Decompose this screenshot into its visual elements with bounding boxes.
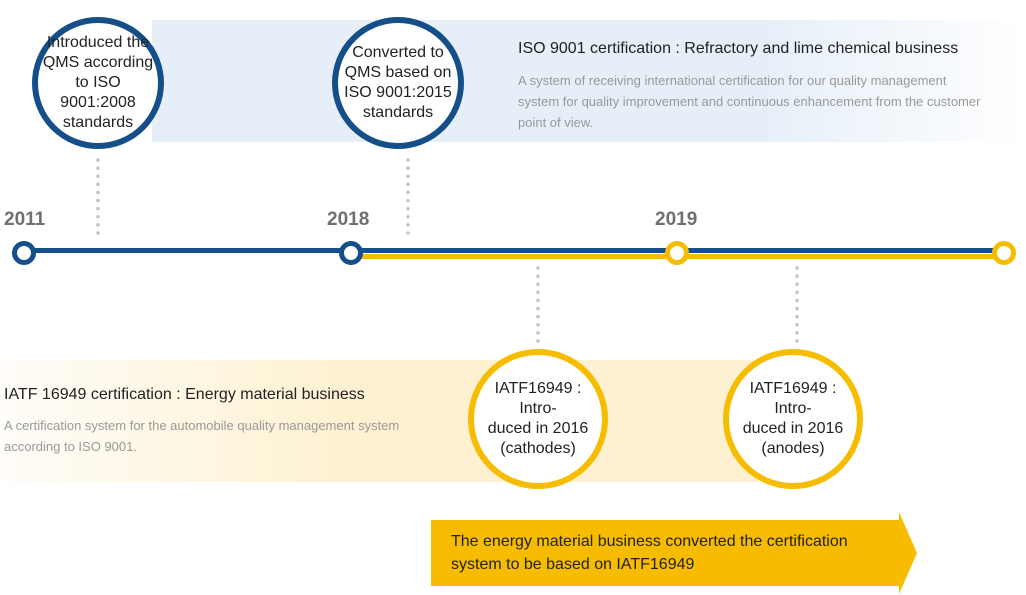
iso-section-description: A system of receiving international cert… [518,73,981,130]
node-2011 [12,241,36,265]
node-2018 [339,241,363,265]
milestone-iatf-cathodes-text: IATF16949 : Intro- duced in 2016 (cathod… [487,380,589,457]
milestone-iso-2008: Introduced the QMS according to ISO 9001… [32,17,164,149]
node-end [992,241,1016,265]
milestone-iatf-anodes: IATF16949 : Intro- duced in 2016 (anodes… [723,349,863,489]
milestone-iso-2015: Converted to QMS based on ISO 9001:2015 … [332,17,464,149]
iso-section-title: ISO 9001 certification : Refractory and … [518,40,959,57]
iatf-section-description: A certification system for the automobil… [4,418,400,454]
arrow-banner-shape [431,512,917,594]
milestone-iso-2015-text: Converted to QMS based on ISO 9001:2015 … [344,44,452,121]
year-label-2018: 2018 [327,209,370,230]
milestone-iatf-cathodes: IATF16949 : Intro- duced in 2016 (cathod… [468,349,608,489]
milestone-iatf-anodes-text: IATF16949 : Intro- duced in 2016 (anodes… [742,380,844,457]
iatf-background-band [0,360,760,482]
iatf-section-title: IATF 16949 certification : Energy materi… [4,386,365,403]
milestone-iso-2008-text: Introduced the QMS according to ISO 9001… [42,34,154,131]
node-2019 [665,241,689,265]
arrow-banner-text: The energy material business converted t… [451,533,848,573]
year-label-2019: 2019 [655,209,698,230]
iso-background-band [152,20,1026,142]
year-label-2011: 2011 [4,209,46,230]
